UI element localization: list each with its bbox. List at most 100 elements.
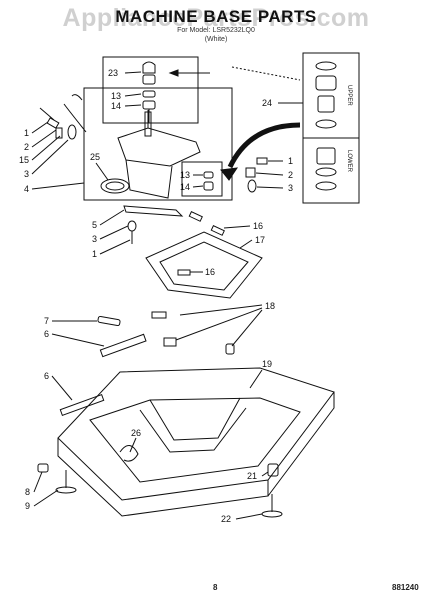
callout-25: 25 [90, 152, 100, 162]
leader-14b [192, 185, 204, 188]
leader-2b [255, 172, 284, 176]
callout-23: 23 [108, 68, 118, 78]
callout-14-top: 14 [111, 101, 121, 111]
diagram-title: MACHINE BASE PARTS [115, 7, 317, 26]
part-17-plate-inner [159, 241, 249, 291]
lower-washer [315, 181, 337, 191]
leader-26 [129, 437, 137, 453]
callout-2-right: 2 [288, 170, 293, 180]
label-upper: UPPER [346, 85, 352, 106]
part-8-foot-pad [37, 463, 49, 473]
right-small-parts [245, 157, 284, 193]
diagram-subtitle-model: For Model: LSR5232LQ0 [177, 27, 255, 34]
part-23-cap [142, 61, 156, 74]
part-2-clip [46, 117, 60, 129]
part-3-lower [127, 220, 137, 232]
leader-1c [99, 239, 131, 255]
part-19-frame-top [57, 367, 335, 501]
callout-1-right: 1 [288, 156, 293, 166]
leader-2a [31, 129, 57, 148]
callout-1-left: 1 [24, 128, 29, 138]
part-13-washer [142, 90, 156, 98]
dashed-connector [231, 66, 301, 81]
base-frame-group [51, 367, 335, 517]
part-25-ring [100, 178, 130, 194]
part-1-right [256, 157, 268, 165]
leader-6b [51, 375, 73, 401]
part-5-bracket [123, 205, 184, 217]
figure-code: 881240 [392, 583, 419, 592]
part-16-clip-b [210, 224, 225, 236]
wire-loop [71, 94, 83, 101]
callout-9: 9 [25, 501, 30, 511]
callout-13-inset: 13 [180, 170, 190, 180]
callout-1-lower: 1 [92, 249, 97, 259]
wire-lead [63, 103, 87, 133]
part-26-clip [119, 445, 139, 462]
leader-3b [256, 186, 284, 189]
bearing-kit-box [302, 52, 360, 204]
curved-arrow-head [220, 167, 239, 181]
callout-19: 19 [262, 359, 272, 369]
bearing-kit-group [220, 52, 360, 204]
callout-5: 5 [92, 220, 97, 230]
part-23-seal [142, 74, 156, 85]
callout-15: 15 [19, 155, 29, 165]
part-1-screw [39, 107, 55, 121]
leader-8 [33, 471, 43, 493]
gearcase-top [117, 127, 201, 167]
feet-group [33, 463, 283, 520]
callout-3-lower: 3 [92, 234, 97, 244]
callout-14-inset: 14 [180, 182, 190, 192]
leader-16a [223, 225, 251, 229]
part-7-clip [97, 315, 121, 327]
callout-3-right: 3 [288, 183, 293, 193]
leader-3c [99, 225, 129, 240]
leader-5 [99, 209, 125, 226]
page-number: 8 [213, 583, 218, 592]
leader-15 [31, 135, 61, 161]
leader-4 [31, 182, 85, 190]
part-6-bracket-a [99, 333, 147, 358]
top-parts-group [102, 56, 210, 124]
callout-21: 21 [247, 471, 257, 481]
callout-22: 22 [221, 514, 231, 524]
part-9-leg-base [55, 486, 77, 494]
callout-3-left: 3 [24, 169, 29, 179]
lower-seal [315, 167, 337, 177]
part-15-bracket [55, 127, 63, 139]
leader-1a [31, 121, 49, 134]
part-13-inset [203, 171, 214, 179]
upper-bearing [315, 75, 337, 91]
part-19-frame-right [267, 392, 335, 497]
upper-seal [315, 61, 337, 71]
part-2-right [245, 167, 256, 178]
lower-bushing [316, 147, 336, 165]
part-21-foot-pad [267, 463, 279, 477]
part-14-bearing [142, 100, 156, 110]
plate-17-group [145, 210, 263, 299]
leader-9 [33, 489, 59, 507]
leader-25 [95, 162, 109, 181]
leader-22 [235, 513, 263, 520]
callout-7: 7 [44, 316, 49, 326]
part-16-clip-c [177, 269, 191, 276]
label-lower: LOWER [346, 150, 352, 173]
leader-18c [231, 309, 263, 347]
callout-16-upper: 16 [253, 221, 263, 231]
callout-6-lower: 6 [44, 371, 49, 381]
upper-washer [315, 119, 337, 129]
part-6-bracket-b [59, 394, 105, 416]
callout-4: 4 [24, 184, 29, 194]
part-14-inset [203, 181, 214, 191]
leader-3a [31, 139, 69, 175]
part-19-cross-b [149, 397, 241, 441]
leader-18a [179, 304, 263, 316]
callout-26: 26 [131, 428, 141, 438]
arrow-head [168, 69, 179, 77]
shaft-housing [144, 111, 152, 137]
part-3-right [247, 179, 257, 193]
callout-2-left: 2 [24, 142, 29, 152]
leader-14 [124, 104, 142, 107]
